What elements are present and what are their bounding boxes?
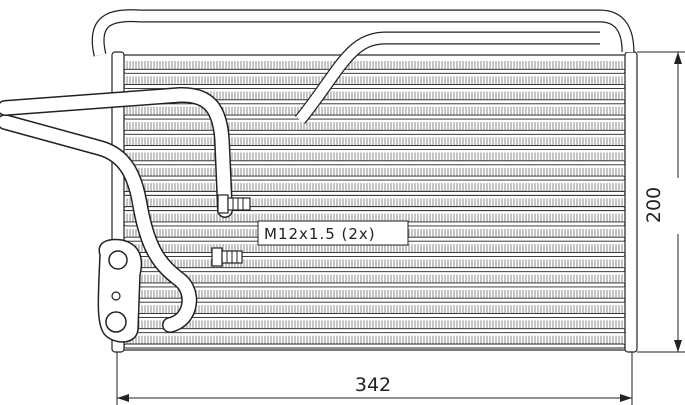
fin-row [124,183,625,192]
fin-row [124,305,625,314]
fin-row [124,61,625,70]
flat-tube [123,206,626,212]
fin-row [124,106,625,116]
fin-row [124,244,625,253]
flat-tube [123,190,626,196]
arrow-right-icon [620,394,632,402]
arrow-down-icon [674,340,682,352]
threaded-fitting-upper [217,194,251,214]
fin-row [124,335,625,344]
right-header-tank [624,51,638,353]
thread-spec-label: M12x1.5 (2x) [264,225,376,243]
thread-spec-callout: M12x1.5 (2x) [257,220,409,246]
flat-tube [123,297,626,303]
fin-row [124,167,625,177]
arrow-left-icon [117,394,129,402]
fin-row [124,76,625,85]
threaded-fitting-lower [211,247,243,267]
mounting-flange [97,238,143,343]
flat-tube [123,251,626,257]
flat-tube [123,68,626,74]
flange-hole-top [108,250,128,270]
inlet-outlet-pipes [0,87,233,333]
top-pipe [91,9,635,125]
flat-tube [123,282,626,288]
flat-tube [123,313,626,318]
flat-tube [123,160,626,166]
flat-tube [123,129,626,135]
flat-tube [123,343,626,349]
flat-tube [123,145,626,151]
fin-row [124,274,625,283]
flat-tube [123,114,626,120]
arrow-up-icon [674,52,682,64]
flange-hole-mid [111,291,121,301]
flat-tube [123,84,626,89]
flat-tube [123,175,626,181]
flat-tube [123,328,626,334]
height-dimension-value: 200 [643,187,665,223]
width-dimension: 342 [116,352,633,405]
height-dimension: 200 [637,51,685,353]
fin-row [124,91,625,100]
width-dimension-value: 342 [355,374,391,396]
fin-row [124,259,625,268]
evaporator-core [111,51,638,353]
flange-hole-bottom [105,311,127,333]
fin-row [124,213,625,222]
fin-row [124,198,625,207]
fin-row [124,152,625,161]
fin-row [124,137,625,146]
fin-row [124,289,625,299]
fin-row [124,320,625,329]
flat-tube [123,267,626,273]
tube-stack [123,61,626,349]
fin-row [124,122,625,131]
